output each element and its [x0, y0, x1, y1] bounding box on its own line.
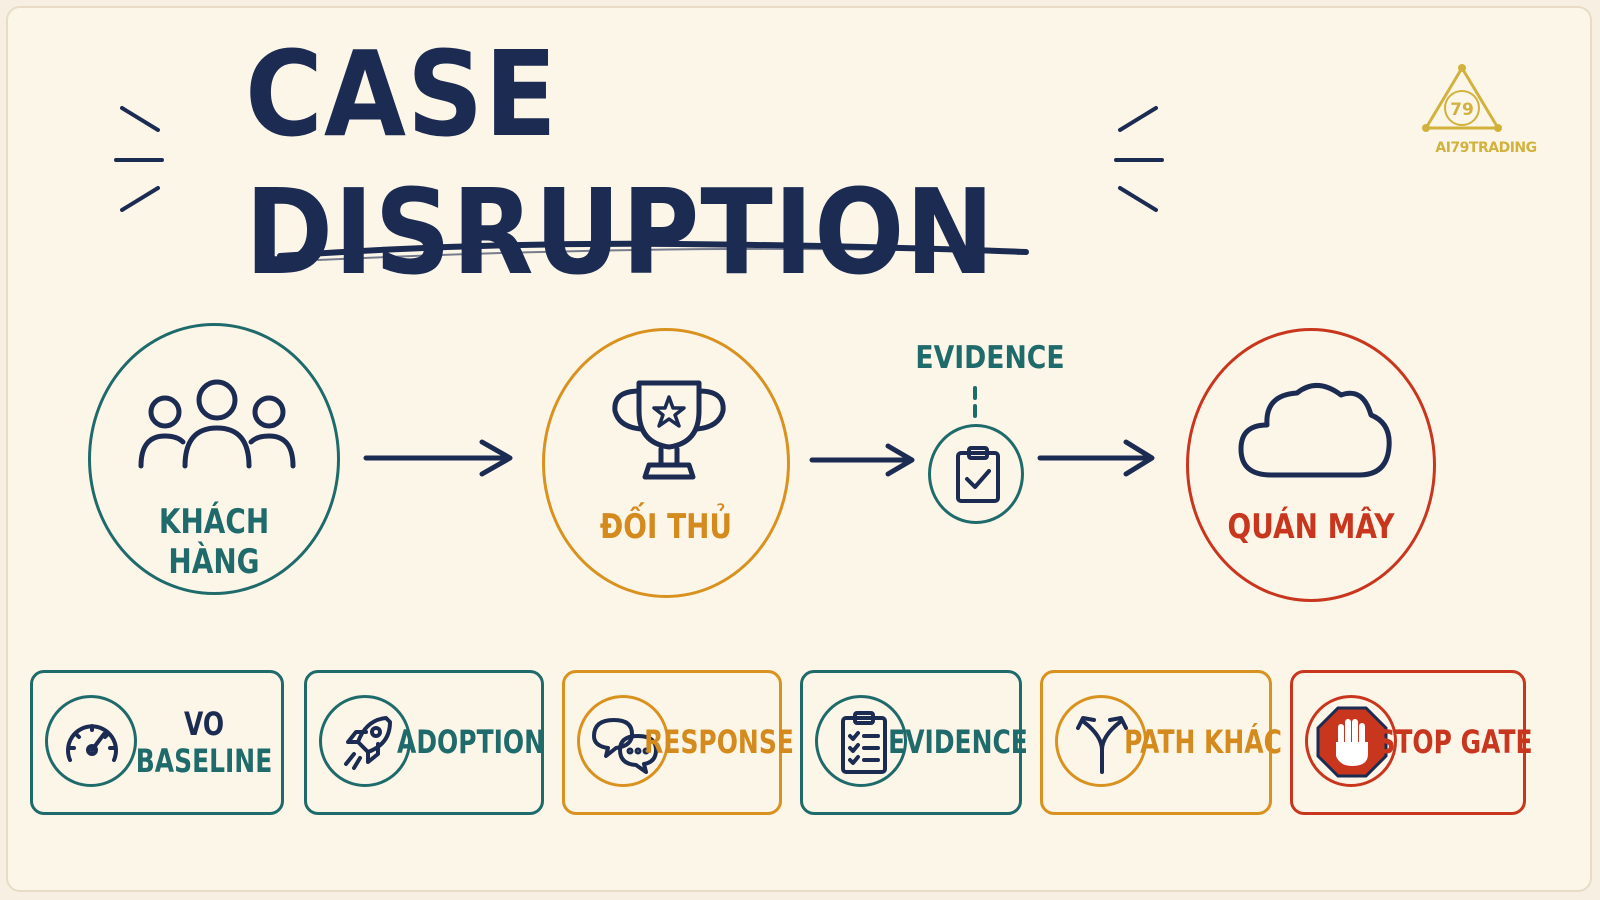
card-label: ADOPTION [397, 673, 545, 812]
card-adoption: ADOPTION [304, 670, 545, 815]
card-label: EVIDENCE [888, 673, 1028, 812]
page-title: CASE DISRUPTION [245, 25, 996, 301]
title-burst-left-icon [114, 106, 164, 212]
evidence-connector [973, 386, 977, 418]
card-label-line: EVIDENCE [888, 723, 1028, 762]
evidence-label: EVIDENCE [915, 340, 1065, 376]
brand-logo-text: AI79TRADING [1435, 140, 1537, 156]
node-label: KHÁCH HÀNG [158, 502, 270, 582]
card-label: VO BASELINE [136, 673, 273, 812]
node-label: ĐỐI THỦ [599, 507, 733, 547]
card-label-line: PATH KHÁC [1124, 723, 1282, 762]
card-label: RESPONSE [644, 673, 794, 812]
rocket-icon [344, 716, 392, 770]
card-vo-baseline: VO BASELINE [30, 670, 284, 815]
card-evidence: EVIDENCE [800, 670, 1028, 815]
card-icon-ring [45, 695, 137, 787]
checklist-icon [841, 711, 887, 774]
card-icon-ring [577, 695, 669, 787]
card-icon-ring [1055, 695, 1147, 787]
card-response: RESPONSE [562, 670, 794, 815]
card-label-line: VO [183, 704, 225, 743]
card-path-khac: PATH KHÁC [1040, 670, 1282, 815]
svg-text:79: 79 [1450, 100, 1474, 120]
card-icon-ring [815, 695, 907, 787]
node-khach-hang: KHÁCH HÀNG [88, 323, 340, 595]
trophy-icon [612, 380, 726, 480]
clipboard-check-icon [956, 446, 1000, 503]
card-label-line: RESPONSE [644, 723, 794, 762]
card-label: PATH KHÁC [1124, 673, 1282, 812]
split-arrows-icon [1076, 716, 1128, 774]
node-quan-may: QUÁN MÂY [1186, 328, 1436, 602]
flow-arrow [363, 439, 513, 477]
node-label: QUÁN MÂY [1227, 507, 1395, 547]
card-label-line: BASELINE [135, 741, 273, 780]
card-label-line: ADOPTION [397, 723, 545, 762]
people-icon [138, 379, 296, 469]
flow-arrow [1037, 439, 1155, 477]
brand-logo-icon: 79 [1422, 64, 1502, 132]
card-icon-ring [319, 695, 411, 787]
flow-arrow [809, 443, 915, 477]
node-evidence [928, 424, 1024, 524]
gauge-icon [66, 724, 118, 762]
card-icon-ring [1305, 695, 1397, 787]
title-underline [277, 240, 1029, 261]
node-doi-thu: ĐỐI THỦ [542, 328, 790, 598]
card-label: STOP GATE [1377, 673, 1532, 812]
title-burst-right-icon [1114, 106, 1164, 212]
card-label-line: STOP GATE [1377, 723, 1533, 762]
card-stop-gate: STOP GATE [1290, 670, 1533, 815]
chat-bubbles-icon [592, 718, 658, 774]
stop-hand-icon [1316, 706, 1388, 778]
cloud-icon [1238, 383, 1392, 478]
